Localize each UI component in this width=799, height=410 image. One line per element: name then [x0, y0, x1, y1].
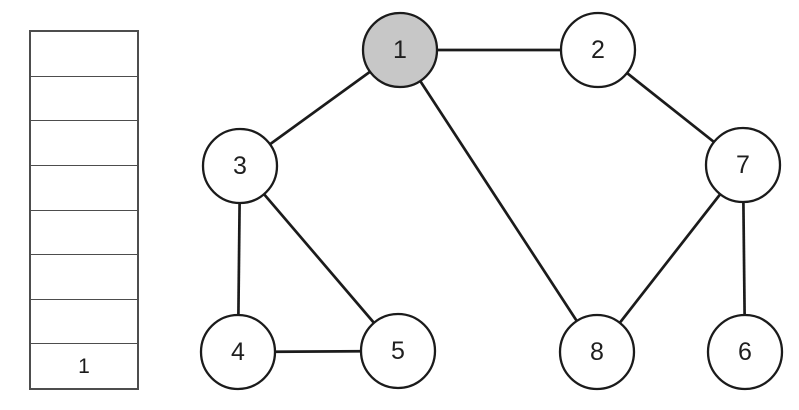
node-circle — [704, 126, 782, 204]
stack-cell-5 — [31, 211, 137, 256]
node-circle-visited — [361, 11, 439, 89]
node-label: 7 — [736, 151, 750, 179]
node-label: 4 — [231, 338, 245, 366]
edge-3-5 — [238, 165, 400, 352]
node-circle — [558, 313, 636, 391]
edge-1-8 — [398, 49, 599, 353]
stack-cell-6 — [31, 255, 137, 300]
node-4: 4 — [199, 313, 277, 391]
node-circle — [359, 312, 437, 390]
node-6: 6 — [706, 313, 784, 391]
node-label: 6 — [738, 338, 752, 366]
visit-order-stack: 1 — [29, 30, 139, 390]
node-3: 3 — [201, 127, 279, 205]
stack-cell-7 — [31, 300, 137, 345]
stack-cell-8: 1 — [31, 344, 137, 388]
node-8: 8 — [558, 313, 636, 391]
stack-cell-1 — [31, 32, 137, 77]
node-1: 1 — [361, 11, 439, 89]
stack-cell-4 — [31, 166, 137, 211]
node-circle — [199, 313, 277, 391]
node-circle — [706, 313, 784, 391]
stack-cell-value: 1 — [78, 354, 90, 378]
node-label: 1 — [393, 36, 407, 64]
stack-cell-2 — [31, 77, 137, 122]
node-label: 3 — [233, 152, 247, 180]
node-circle — [559, 11, 637, 89]
node-5: 5 — [359, 312, 437, 390]
node-2: 2 — [559, 11, 637, 89]
node-label: 2 — [591, 36, 605, 64]
edge-7-8 — [595, 164, 745, 353]
stack-cell-3 — [31, 121, 137, 166]
node-label: 5 — [391, 337, 405, 365]
node-circle — [201, 127, 279, 205]
node-label: 8 — [590, 338, 604, 366]
node-7: 7 — [704, 126, 782, 204]
